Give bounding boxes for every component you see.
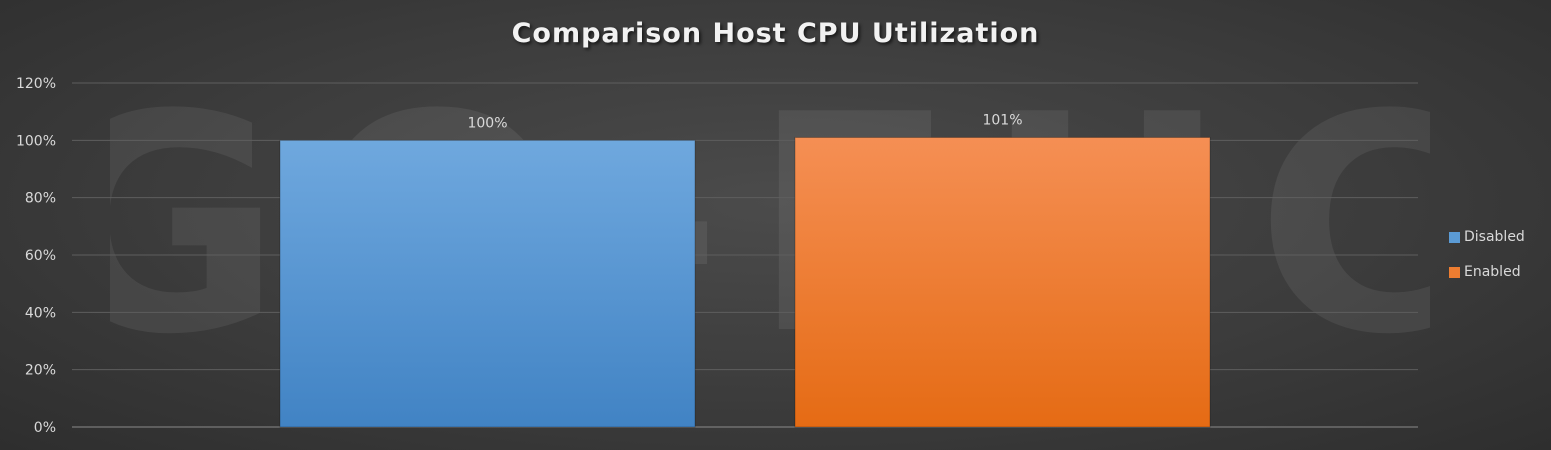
- y-tick-label: 80%: [25, 191, 56, 207]
- legend: Disabled Enabled: [1449, 228, 1525, 298]
- bar-enabled: [794, 136, 1211, 428]
- y-tick-label: 60%: [25, 248, 56, 264]
- chart-title: Comparison Host CPU Utilization: [511, 18, 1040, 49]
- legend-label-enabled: Enabled: [1464, 264, 1521, 280]
- legend-swatch-enabled: [1449, 266, 1460, 278]
- legend-item-disabled: Disabled: [1449, 228, 1525, 246]
- y-tick-label: 0%: [34, 420, 56, 436]
- bar-disabled: [279, 139, 696, 428]
- y-tick-label: 120%: [16, 76, 56, 92]
- legend-item-enabled: Enabled: [1449, 263, 1525, 281]
- data-label-disabled: 100%: [467, 115, 507, 131]
- legend-label-disabled: Disabled: [1464, 229, 1525, 245]
- y-tick-label: 20%: [25, 363, 56, 379]
- y-tick-label: 40%: [25, 305, 56, 321]
- data-label-enabled: 101%: [982, 112, 1022, 128]
- y-tick-label: 100%: [16, 133, 56, 149]
- legend-swatch-disabled: [1449, 231, 1460, 243]
